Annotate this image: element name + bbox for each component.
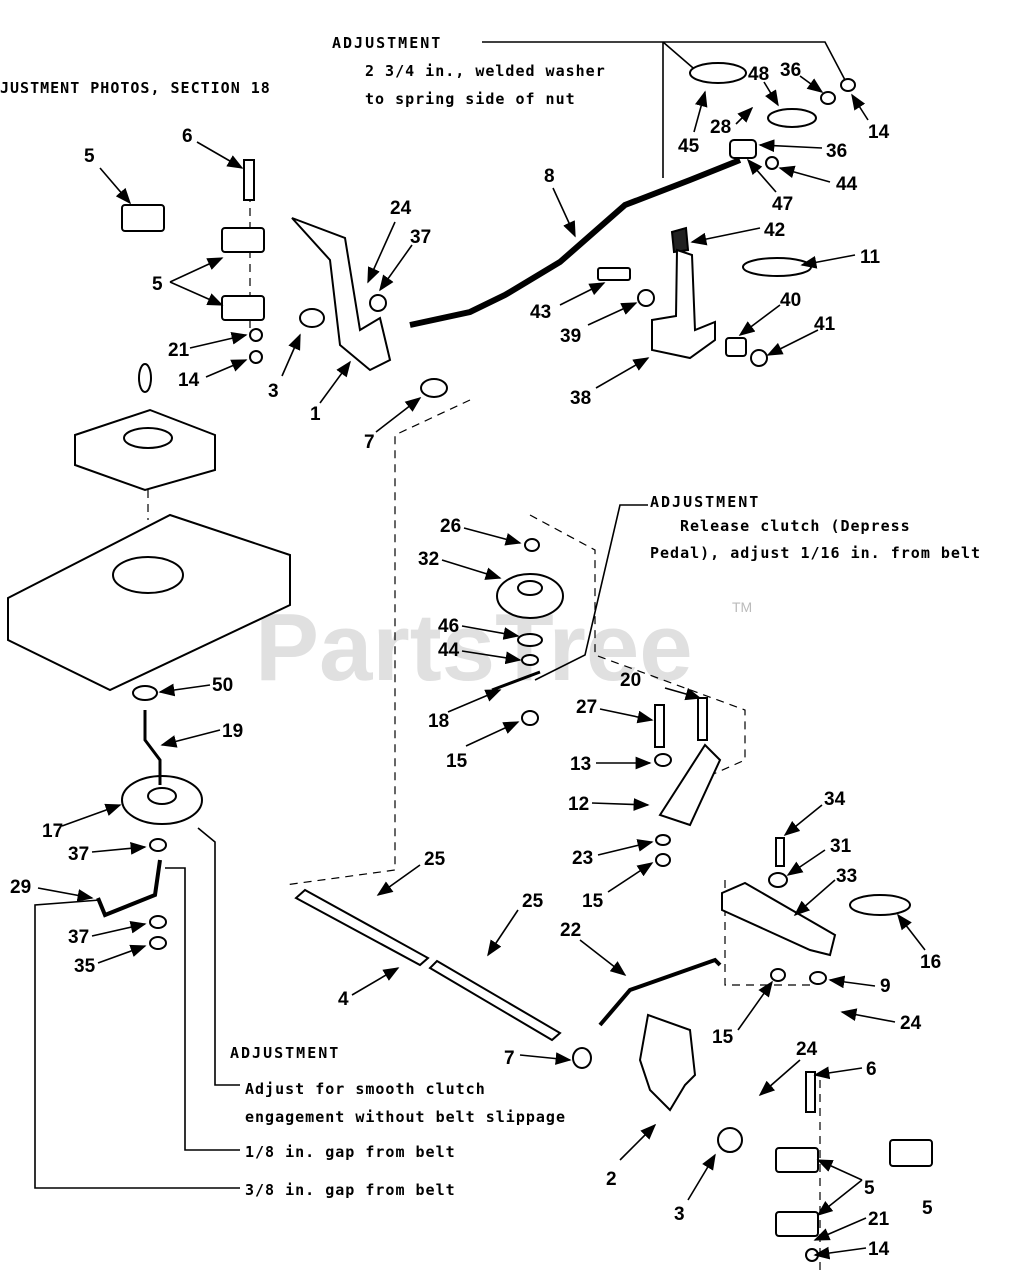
callout-15: 15 (446, 751, 468, 772)
callout-47: 47 (772, 194, 793, 215)
callout-34: 34 (824, 789, 846, 810)
callout-5: 5 (922, 1198, 933, 1219)
callout-37: 37 (410, 227, 431, 248)
callout-16: 16 (920, 952, 941, 973)
callout-25: 25 (424, 849, 446, 870)
callout-17: 17 (42, 821, 63, 842)
callout-24: 24 (390, 198, 412, 219)
adjustment-heading-2: ADJUSTMENT (650, 493, 760, 511)
header-note: JUSTMENT PHOTOS, SECTION 18 (0, 79, 271, 97)
callout-25: 25 (522, 891, 544, 912)
callout-6: 6 (182, 126, 193, 147)
adjustment-3-line-2: engagement without belt slippage (245, 1108, 566, 1126)
callout-23: 23 (572, 848, 593, 869)
callout-40: 40 (780, 290, 801, 311)
callout-5: 5 (84, 146, 95, 167)
adjustment-3-line-1: Adjust for smooth clutch (245, 1080, 486, 1098)
adjustment-heading-1: ADJUSTMENT (332, 34, 442, 52)
callout-19: 19 (222, 721, 243, 742)
callout-43: 43 (530, 302, 551, 323)
callout-36: 36 (826, 141, 847, 162)
callout-24: 24 (796, 1039, 818, 1060)
callout-11: 11 (860, 247, 881, 268)
callout-2: 2 (606, 1169, 617, 1190)
callout-39: 39 (560, 326, 581, 347)
callout-14: 14 (178, 370, 200, 391)
callout-6: 6 (866, 1059, 877, 1080)
callout-37: 37 (68, 844, 89, 865)
adjustment-3-line-4: 3/8 in. gap from belt (245, 1181, 456, 1199)
callout-15: 15 (712, 1027, 734, 1048)
trademark: TM (732, 599, 752, 615)
callout-38: 38 (570, 388, 591, 409)
callout-18: 18 (428, 711, 449, 732)
callout-4: 4 (338, 989, 349, 1010)
callout-46: 46 (438, 616, 459, 637)
callout-20: 20 (620, 670, 641, 691)
callout-8: 8 (544, 166, 555, 187)
callout-3: 3 (268, 381, 279, 402)
callout-arrows (37, 75, 926, 1260)
adjustment-2-line-2: Pedal), adjust 1/16 in. from belt (650, 544, 981, 562)
callout-21: 21 (168, 340, 190, 361)
callout-numbers: 5 6 5 21 14 24 37 3 1 7 8 45 28 48 36 14… (10, 60, 941, 1260)
callout-15: 15 (582, 891, 604, 912)
callout-27: 27 (576, 697, 597, 718)
callout-45: 45 (678, 136, 700, 157)
adjustment-heading-3: ADJUSTMENT (230, 1044, 340, 1062)
callout-5: 5 (152, 274, 163, 295)
callout-36: 36 (780, 60, 801, 81)
callout-14: 14 (868, 122, 890, 143)
adjustment-leaders (34, 41, 846, 1189)
callout-9: 9 (880, 976, 891, 997)
callout-42: 42 (764, 220, 785, 241)
callout-44: 44 (836, 174, 858, 195)
alignment-dashes (147, 180, 821, 1270)
callout-7: 7 (504, 1048, 515, 1069)
adjustment-1-line-2: to spring side of nut (365, 90, 576, 108)
callout-26: 26 (440, 516, 461, 537)
adjustment-2-line-1: Release clutch (Depress (680, 517, 911, 535)
adjustment-3-line-3: 1/8 in. gap from belt (245, 1143, 456, 1161)
callout-31: 31 (830, 836, 852, 857)
callout-35: 35 (74, 956, 96, 977)
callout-28: 28 (710, 117, 731, 138)
callout-3: 3 (674, 1204, 685, 1225)
callout-37: 37 (68, 927, 89, 948)
callout-14: 14 (868, 1239, 890, 1260)
callout-44: 44 (438, 640, 460, 661)
callout-33: 33 (836, 866, 857, 887)
callout-13: 13 (570, 754, 591, 775)
callout-5: 5 (864, 1178, 875, 1199)
callout-41: 41 (814, 314, 836, 335)
callout-22: 22 (560, 920, 581, 941)
callout-50: 50 (212, 675, 233, 696)
watermark: PartsTree (255, 594, 693, 701)
part-drawings (7, 62, 933, 1262)
callout-21: 21 (868, 1209, 890, 1230)
callout-48: 48 (748, 64, 769, 85)
callout-24: 24 (900, 1013, 922, 1034)
callout-7: 7 (364, 432, 375, 453)
callout-32: 32 (418, 549, 439, 570)
adjustment-1-line-1: 2 3/4 in., welded washer (365, 62, 606, 80)
callout-1: 1 (310, 404, 321, 425)
callout-12: 12 (568, 794, 589, 815)
callout-29: 29 (10, 877, 31, 898)
